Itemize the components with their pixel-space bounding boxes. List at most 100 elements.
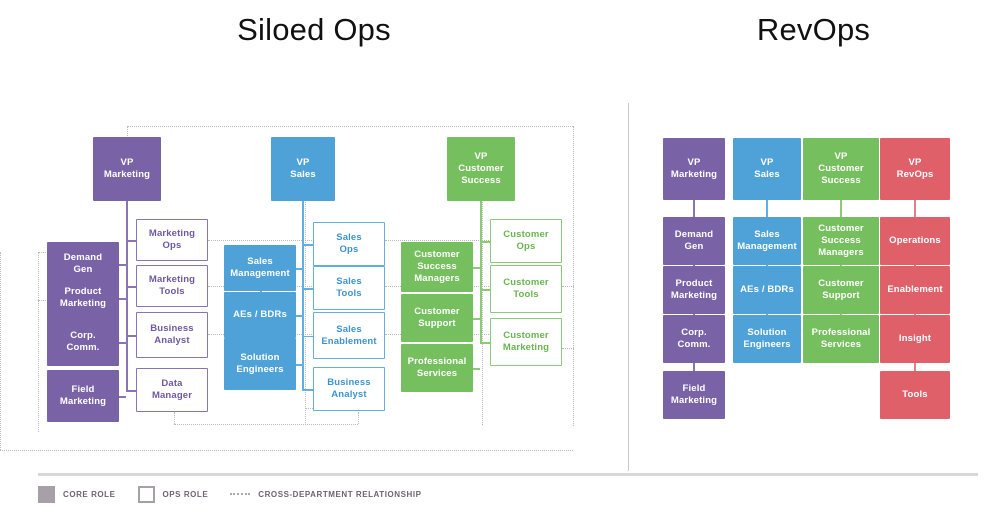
siloed-customer-success-ops-stub-2 [480, 289, 490, 291]
legend-item-label: CORE ROLE [63, 489, 116, 499]
relationship-bottom-loop [174, 424, 358, 425]
siloed-sales-core-stub-3 [296, 364, 303, 366]
relationship-rail-right-2 [562, 348, 574, 349]
node-label: Operations [889, 235, 941, 246]
revops-marketing-join-1 [693, 265, 695, 266]
relationship-bottom-loop-right [358, 412, 359, 424]
legend-item-label: OPS ROLE [162, 489, 209, 499]
node-label: AEs / BDRs [233, 309, 287, 320]
revops-revops-role-3[interactable]: Insight [880, 315, 950, 363]
revops-sales-join-2 [766, 314, 768, 315]
revops-revops-role-1[interactable]: Operations [880, 217, 950, 265]
revops-customer-success-join-2 [840, 314, 842, 315]
siloed-customer-success-core-stub-1 [473, 267, 481, 269]
relationship-rail-cs-1 [385, 240, 495, 241]
siloed-sales-ops-stub-4 [302, 389, 313, 391]
node-label: Enablement [887, 284, 943, 295]
siloed-marketing-core-stub-2 [119, 298, 127, 300]
node-label: Insight [898, 333, 932, 344]
siloed-sales-core-stub-1 [296, 268, 303, 270]
revops-revops-head-connector [914, 200, 916, 217]
siloed-marketing-ops-stub-3 [126, 335, 136, 337]
relationship-left-rail [38, 252, 39, 432]
relationship-bottom-loop-left [174, 412, 175, 424]
siloed-marketing-core-stub-1 [119, 264, 127, 266]
siloed-sales-ops-stub-1 [302, 244, 313, 246]
node-label: Tools [902, 389, 928, 400]
revops-marketing-role-3[interactable]: Corp.Comm. [663, 315, 725, 363]
siloed-ops-title: Siloed Ops [237, 12, 391, 47]
relationship-outer-left [0, 252, 1, 450]
node-label: AEs / BDRs [740, 284, 794, 295]
revops-sales-role-2[interactable]: AEs / BDRs [733, 266, 801, 314]
revops-sales-head-connector [766, 200, 768, 217]
revops-customer-success-head-connector [840, 200, 842, 217]
siloed-marketing-core-role-3[interactable]: Corp.Comm. [47, 318, 119, 366]
relationship-line-swatch-icon [230, 493, 251, 495]
relationship-right-rail [573, 126, 574, 426]
relationship-rail-right-1 [562, 286, 574, 287]
siloed-customer-success-spine [480, 201, 482, 342]
section-divider [628, 103, 629, 471]
revops-revops-role-4[interactable]: Tools [880, 371, 950, 419]
siloed-sales-core-role-2[interactable]: AEs / BDRs [224, 292, 296, 338]
siloed-marketing-ops-stub-4 [126, 390, 136, 392]
revops-revops-role-2[interactable]: Enablement [880, 266, 950, 314]
